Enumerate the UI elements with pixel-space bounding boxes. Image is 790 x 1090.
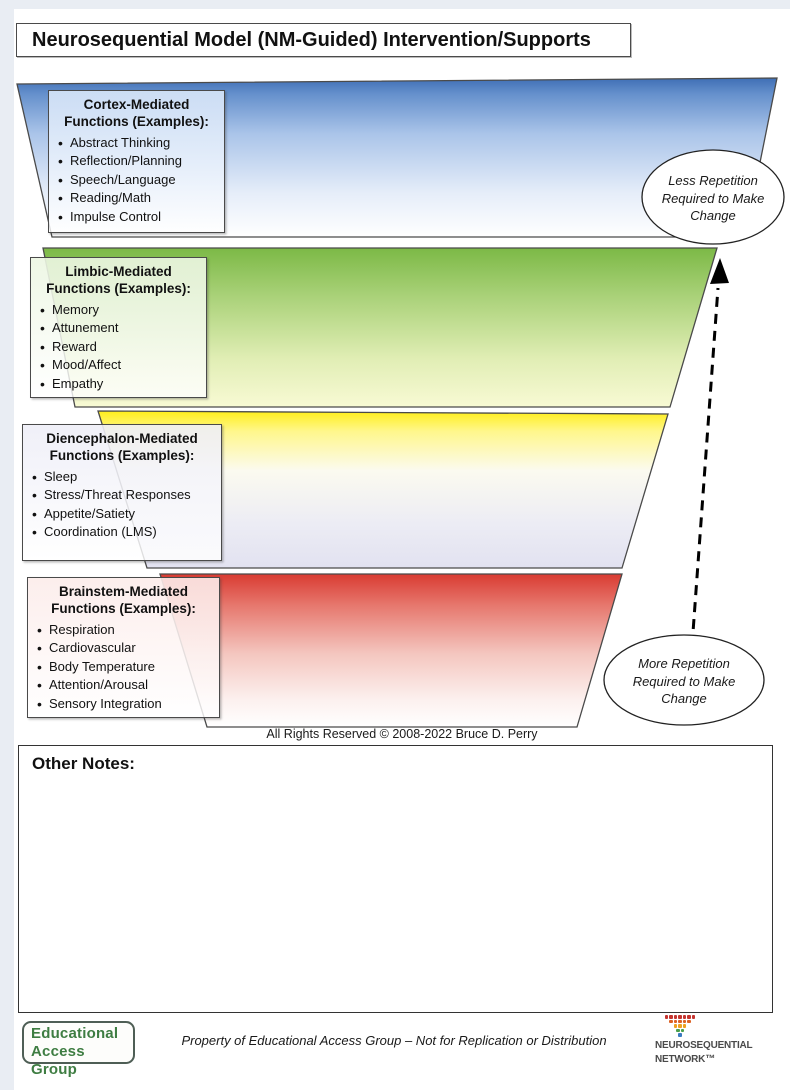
property-notice: Property of Educational Access Group – N… [181,1033,607,1048]
diencephalon-item: Sleep [28,468,218,486]
cortex-item: Abstract Thinking [54,134,221,152]
brainstem-heading: Brainstem-Mediated Functions (Examples): [51,584,196,616]
eag-logo-line1: Educational [31,1025,119,1042]
repetition-arrow-line [690,287,720,647]
cortex-item: Speech/Language [54,171,221,189]
diencephalon-heading: Diencephalon-Mediated Functions (Example… [46,431,198,463]
brainstem-item: Respiration [33,621,216,639]
more-repetition-callout: More Repetition Required to Make Change [632,656,736,707]
brainstem-item: Body Temperature [33,658,216,676]
diencephalon-item: Coordination (LMS) [28,523,218,541]
brainstem-item: Cardiovascular [33,639,216,657]
diencephalon-item: Stress/Threat Responses [28,486,218,504]
other-notes-label: Other Notes: [32,754,135,773]
cortex-label-box: Cortex-Mediated Functions (Examples): Ab… [48,90,225,233]
cortex-item: Impulse Control [54,208,221,226]
network-dots-icon [660,1015,700,1037]
less-repetition-callout: Less Repetition Required to Make Change [661,173,765,224]
limbic-item: Memory [36,301,203,319]
cortex-item: Reading/Math [54,189,221,207]
brainstem-label-box: Brainstem-Mediated Functions (Examples):… [27,577,220,718]
network-logo-line1: NEUROSEQUENTIAL [655,1038,753,1051]
diencephalon-label-box: Diencephalon-Mediated Functions (Example… [22,424,222,561]
diencephalon-item: Appetite/Satiety [28,505,218,523]
network-logo-line2: NETWORK™ [655,1053,715,1066]
other-notes-box: Other Notes: [18,745,773,1013]
worksheet-page: Neurosequential Model (NM-Guided) Interv… [14,9,790,1090]
cortex-heading: Cortex-Mediated Functions (Examples): [64,97,209,129]
limbic-heading: Limbic-Mediated Functions (Examples): [46,264,191,296]
limbic-item: Empathy [36,375,203,393]
copyright-text: All Rights Reserved © 2008-2022 Bruce D.… [266,727,538,741]
eag-logo-line2: Access Group [31,1043,85,1078]
limbic-item: Mood/Affect [36,356,203,374]
neurosequential-network-logo: NEUROSEQUENTIAL NETWORK™ [655,1015,785,1066]
limbic-item: Attunement [36,319,203,337]
brainstem-trapezoid [159,573,623,728]
brainstem-item: Attention/Arousal [33,676,216,694]
cortex-item: Reflection/Planning [54,152,221,170]
limbic-label-box: Limbic-Mediated Functions (Examples): Me… [30,257,207,398]
less-repetition-ellipse [641,149,785,245]
limbic-item: Reward [36,338,203,356]
repetition-arrow-head [710,258,729,284]
page-title: Neurosequential Model (NM-Guided) Interv… [16,23,631,57]
brainstem-item: Sensory Integration [33,695,216,713]
more-repetition-ellipse [603,634,765,726]
educational-access-group-logo: Educational Access Group [22,1021,135,1078]
